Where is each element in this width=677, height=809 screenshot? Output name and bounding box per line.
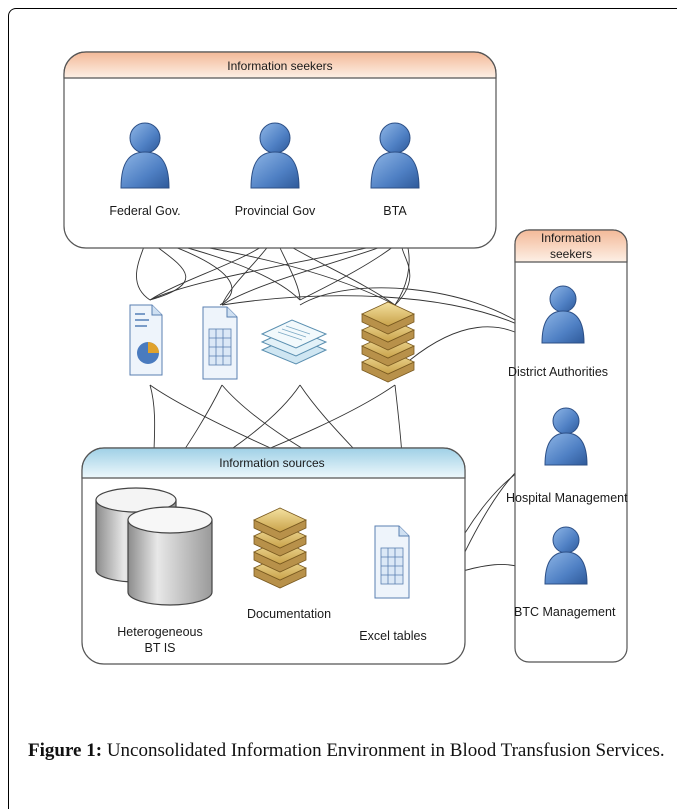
person-icon-district: [541, 285, 585, 344]
seekers-top-group: Information seekers Federal Gov. Provinc…: [63, 51, 497, 249]
books-icon-top: [361, 301, 415, 383]
seekers-right-header-bg: [514, 229, 628, 263]
actor-label-district: District Authorities: [508, 365, 608, 379]
seekers-right-header-line2: seekers: [550, 247, 592, 261]
person-icon-hospital: [544, 407, 588, 466]
source-label-is-line2: BT IS: [144, 641, 175, 655]
source-label-documentation: Documentation: [247, 607, 331, 621]
sources-header-bg: [81, 447, 466, 479]
spreadsheet-icon-excel: [374, 525, 410, 599]
person-icon-provincial: [250, 122, 300, 189]
figure-caption: Figure 1: Unconsolidated Information Env…: [28, 738, 668, 764]
figure-caption-label: Figure 1:: [28, 740, 103, 761]
actor-label-federal: Federal Gov.: [109, 204, 180, 218]
person-icon-btc: [544, 526, 588, 585]
actor-label-bta: BTA: [383, 204, 407, 218]
sources-header: Information sources: [219, 456, 324, 470]
report-chart-icon: [129, 304, 163, 376]
source-label-is-line1: Heterogeneous: [117, 625, 202, 639]
figure-caption-text: Unconsolidated Information Environment i…: [102, 740, 665, 761]
diagram: Information seekers Federal Gov. Provinc…: [63, 51, 628, 665]
seekers-right-group: Information seekers District Authorities…: [506, 229, 628, 663]
stacked-pages-icon: [260, 319, 328, 365]
person-icon-federal: [120, 122, 170, 189]
source-label-excel: Excel tables: [359, 629, 426, 643]
actor-label-hospital: Hospital Management: [506, 491, 628, 505]
books-icon-documentation: [253, 507, 307, 589]
figure-frame: [8, 8, 677, 809]
person-icon-bta: [370, 122, 420, 189]
sources-group: Information sources Heterogeneous BT IS …: [81, 447, 466, 665]
seekers-top-header-bg: [63, 51, 497, 79]
actor-label-btc: BTC Management: [514, 605, 616, 619]
seekers-right-header-line1: Information: [541, 231, 601, 245]
spreadsheet-icon-top: [202, 306, 238, 380]
seekers-top-header: Information seekers: [227, 59, 332, 73]
actor-label-provincial: Provincial Gov: [235, 204, 316, 218]
database-icon: [95, 487, 213, 606]
